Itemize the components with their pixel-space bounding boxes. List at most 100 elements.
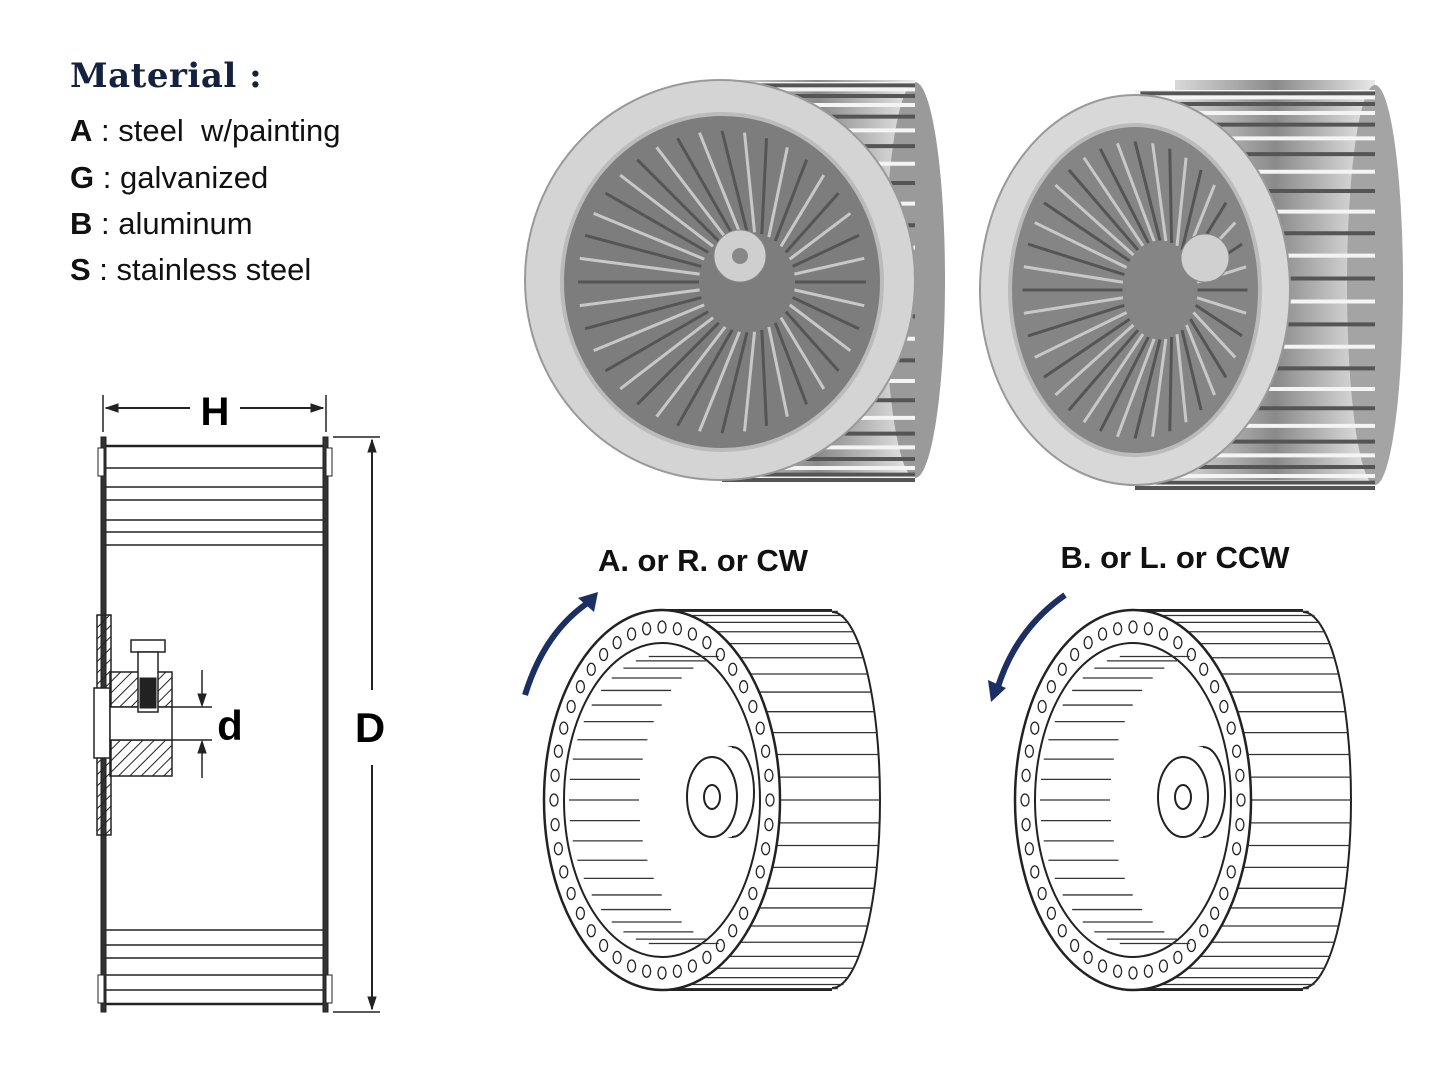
- rivet-hole: [1143, 622, 1154, 636]
- rivet-hole: [760, 744, 771, 758]
- inner-blade: [788, 212, 852, 261]
- material-sep: :: [92, 113, 119, 148]
- rivet-hole: [612, 635, 622, 650]
- inner-blade: [1067, 329, 1140, 412]
- inner-blade: [655, 146, 727, 239]
- hub: [1180, 233, 1230, 283]
- inner-blade: [1027, 242, 1125, 277]
- inner-blade: [720, 332, 749, 434]
- rivet-hole: [1209, 680, 1220, 694]
- inner-blade: [1034, 221, 1128, 269]
- inner-blade: [1082, 333, 1145, 424]
- rivet-hole: [728, 662, 738, 676]
- rivet-hole: [1024, 744, 1035, 758]
- inner-blade: [1168, 337, 1174, 432]
- rivet-hole: [1235, 768, 1245, 783]
- inner-blade: [720, 130, 749, 232]
- inner-blade: [779, 316, 826, 390]
- inner-blade: [767, 146, 789, 238]
- blower-wheel-photo-1: [524, 79, 945, 482]
- rivet-hole: [1046, 906, 1057, 920]
- set-screw-icon: [130, 639, 166, 653]
- inner-blade: [1023, 265, 1124, 284]
- counterclockwise-arrow-icon: [994, 592, 1067, 691]
- rivet-hole: [764, 817, 774, 832]
- inner-blade: [579, 288, 700, 308]
- inner-blade: [794, 288, 865, 308]
- bore: [703, 784, 721, 810]
- inner-blade: [1175, 333, 1188, 423]
- inner-blade: [619, 173, 714, 248]
- rivet-hole: [1057, 662, 1067, 676]
- inner-blade: [1067, 168, 1140, 251]
- rivet-hole: [1021, 817, 1031, 832]
- rivet-hole: [1112, 964, 1123, 978]
- inner-blade: [760, 329, 768, 426]
- rivet-hole: [657, 966, 667, 980]
- inner-blade: [655, 325, 727, 418]
- rivet-hole: [1020, 793, 1030, 807]
- rivet-hole: [760, 842, 771, 856]
- rivet-hole: [1219, 886, 1229, 901]
- material-name: steel w/painting: [118, 113, 341, 148]
- inner-blade: [767, 326, 789, 418]
- material-code: B: [70, 206, 93, 241]
- blower-wheel-photo-2: [979, 80, 1403, 490]
- inner-blade: [1054, 323, 1135, 397]
- rivet-hole: [702, 950, 712, 965]
- rivet-hole: [1128, 966, 1138, 980]
- counterclockwise-arrowhead-icon: [988, 680, 1006, 702]
- rivet-hole: [1083, 950, 1093, 965]
- material-item-a: A : steel w/painting: [70, 113, 341, 149]
- rivet-hole: [728, 924, 738, 938]
- inner-blade: [1034, 311, 1128, 359]
- rivet-hole: [748, 699, 758, 714]
- height-label: H: [201, 390, 230, 434]
- rivet-hole: [1057, 924, 1067, 938]
- rivet-hole: [755, 865, 765, 879]
- inner-blade: [1168, 148, 1174, 243]
- rivet-hole: [626, 627, 637, 641]
- inner-blade: [743, 132, 757, 233]
- rivet-hole: [1199, 662, 1209, 676]
- rivet-hole: [1030, 865, 1040, 879]
- rivet-hole: [748, 886, 758, 901]
- inner-blade: [792, 233, 860, 268]
- inner-blade: [784, 192, 840, 254]
- inner-blade: [698, 331, 741, 432]
- bore-label: d: [217, 702, 243, 749]
- rivet-hole: [1231, 842, 1242, 856]
- inner-blade: [1189, 318, 1228, 379]
- inner-blade: [593, 211, 705, 261]
- material-name: galvanized: [119, 160, 269, 195]
- inner-blade: [1115, 338, 1156, 438]
- front-ring: [322, 436, 329, 1013]
- rivet-hole: [715, 647, 726, 662]
- rivet-hole: [553, 842, 564, 856]
- rivet-hole: [672, 622, 683, 636]
- material-name: stainless steel: [116, 252, 312, 287]
- rivet-hole: [1186, 938, 1197, 953]
- rivet-hole: [1226, 721, 1236, 735]
- inner-blade: [636, 158, 720, 243]
- rivet-hole: [1046, 680, 1057, 694]
- inner-blade: [604, 310, 709, 373]
- rivet-hole: [598, 647, 609, 662]
- rivet-hole: [1226, 865, 1236, 879]
- hub-section-lower: [109, 739, 173, 777]
- inner-blade: [676, 137, 734, 235]
- inner-blade: [584, 296, 702, 331]
- rivet-hole: [598, 938, 609, 953]
- rivet-hole: [559, 721, 569, 735]
- inner-blade: [794, 256, 865, 276]
- inner-blade: [743, 331, 757, 432]
- rivet-hole: [715, 938, 726, 953]
- rivet-hole: [1173, 635, 1183, 650]
- rivet-hole: [1069, 938, 1080, 953]
- inner-blade: [760, 138, 768, 235]
- rivet-hole: [550, 817, 560, 832]
- rivet-hole: [626, 959, 637, 973]
- material-sep: :: [92, 206, 119, 241]
- rivet-hole: [566, 886, 576, 901]
- rivet-hole: [1021, 768, 1031, 783]
